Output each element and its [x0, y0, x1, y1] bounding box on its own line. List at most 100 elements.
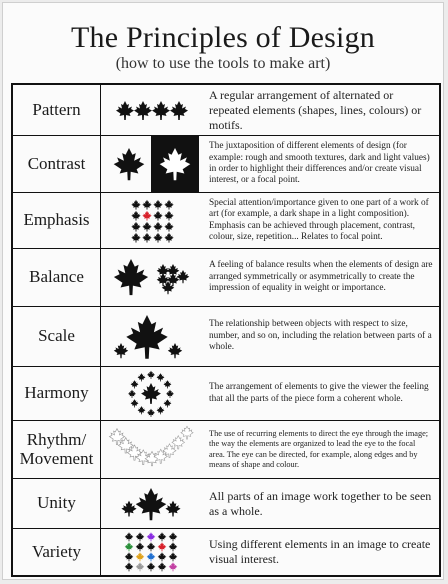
maple-leaf-icon [157, 562, 167, 572]
pattern-illustration [101, 85, 201, 135]
maple-leaf-icon [130, 380, 139, 389]
maple-leaf-icon [135, 562, 145, 572]
maple-leaf-icon [147, 370, 155, 379]
maple-leaf-icon [164, 221, 174, 232]
row-emphasis: Emphasis Special attention/importance gi… [13, 192, 439, 248]
maple-leaf-icon [109, 428, 125, 445]
maple-leaf-icon [168, 532, 178, 542]
principle-name: Unity [13, 479, 101, 528]
maple-leaf-icon [146, 552, 156, 562]
maple-leaf-icon [146, 532, 156, 542]
maple-leaf-icon [142, 221, 152, 232]
maple-leaf-icon [113, 315, 183, 359]
unity-illustration [101, 479, 201, 528]
maple-leaf-icon [128, 370, 174, 417]
maple-leaf-icon [142, 210, 152, 221]
row-variety: Variety Using different elements in an i… [13, 528, 439, 575]
row-rhythm: Rhythm/ Movement The use of recurring el… [13, 420, 439, 478]
principle-description: A regular arrangement of alternated or r… [209, 87, 422, 132]
principle-description: A feeling of balance results when the el… [209, 260, 433, 294]
maple-leaf-icon [163, 399, 172, 408]
row-harmony: Harmony The arrangement of elements to g… [13, 366, 439, 420]
harmony-illustration [101, 367, 201, 420]
principle-name: Harmony [13, 367, 101, 420]
maple-leaf-icon [124, 532, 134, 542]
maple-leaf-icon [131, 199, 174, 243]
maple-leaf-icon [135, 542, 145, 552]
maple-leaf-icon [146, 562, 156, 572]
maple-leaf-icon [109, 425, 194, 467]
maple-leaf-icon [163, 380, 172, 389]
maple-leaf-icon [146, 542, 156, 552]
maple-leaf-icon [137, 406, 146, 415]
principle-name: Balance [13, 249, 101, 306]
maple-leaf-icon [147, 408, 155, 417]
maple-leaf-icon [153, 232, 163, 243]
page-subtitle: (how to use the tools to make art) [115, 55, 331, 72]
maple-leaf-icon [166, 389, 174, 398]
maple-leaf-icon [124, 542, 134, 552]
principle-name: Variety [13, 529, 101, 575]
maple-leaf-icon [113, 259, 190, 296]
emphasis-illustration [101, 193, 201, 248]
contrast-illustration [101, 136, 201, 192]
maple-leaf-icon [157, 542, 167, 552]
maple-leaf-icon [168, 542, 178, 552]
maple-leaf-icon [116, 101, 188, 120]
maple-leaf-icon [153, 221, 163, 232]
principle-description: The use of recurring elements to direct … [209, 429, 429, 469]
maple-leaf-icon [157, 532, 167, 542]
row-contrast: Contrast The juxtaposition of different … [13, 135, 439, 192]
rhythm-illustration [101, 421, 201, 478]
maple-leaf-icon [124, 562, 134, 572]
principle-name: Scale [13, 307, 101, 366]
principle-description: Special attention/importance given to on… [209, 197, 429, 242]
maple-leaf-icon [131, 221, 141, 232]
maple-leaf-icon [113, 136, 199, 192]
row-balance: Balance A feeling of balance results whe… [13, 248, 439, 306]
maple-leaf-icon [164, 199, 174, 210]
maple-leaf-icon [135, 552, 145, 562]
principle-description: The juxtaposition of different elements … [209, 141, 430, 186]
row-pattern: Pattern A regular arrangement of alterna… [13, 85, 439, 135]
principle-description: The arrangement of elements to give the … [209, 382, 429, 404]
maple-leaf-icon [131, 232, 141, 243]
maple-leaf-icon [180, 425, 194, 440]
maple-leaf-icon [142, 232, 152, 243]
maple-leaf-icon [124, 532, 178, 572]
maple-leaf-icon [164, 232, 174, 243]
maple-leaf-icon [164, 210, 174, 221]
maple-leaf-icon [131, 199, 141, 210]
maple-leaf-icon [156, 406, 165, 415]
principle-name: Emphasis [13, 193, 101, 248]
principle-description: All parts of an image work together to b… [209, 488, 432, 518]
maple-leaf-icon [153, 210, 163, 221]
maple-leaf-icon [124, 552, 134, 562]
maple-leaf-icon [130, 399, 139, 408]
row-scale: Scale The relationship between objects w… [13, 306, 439, 366]
maple-leaf-icon [168, 552, 178, 562]
maple-leaf-icon [168, 562, 178, 572]
principles-poster: The Principles of Design (how to use the… [2, 2, 444, 580]
maple-leaf-icon [171, 435, 185, 450]
principles-table: Pattern A regular arrangement of alterna… [11, 83, 441, 577]
maple-leaf-icon [153, 199, 163, 210]
principle-description: The relationship between objects with re… [209, 319, 432, 353]
maple-leaf-icon [137, 373, 146, 382]
maple-leaf-icon [131, 210, 141, 221]
maple-leaf-icon [142, 199, 152, 210]
balance-illustration [101, 249, 201, 306]
principle-description: Using different elements in an image to … [209, 537, 431, 566]
maple-leaf-icon [128, 389, 136, 398]
scale-illustration [101, 307, 201, 366]
principle-name: Rhythm/ Movement [13, 421, 101, 478]
variety-illustration [101, 529, 201, 575]
maple-leaf-icon [156, 373, 165, 382]
maple-leaf-icon [157, 552, 167, 562]
principle-name: Pattern [13, 85, 101, 135]
principle-name: Contrast [13, 136, 101, 192]
maple-leaf-icon [121, 488, 181, 521]
maple-leaf-icon [135, 532, 145, 542]
page-title: The Principles of Design [71, 21, 375, 54]
maple-leaf-icon [144, 451, 160, 467]
